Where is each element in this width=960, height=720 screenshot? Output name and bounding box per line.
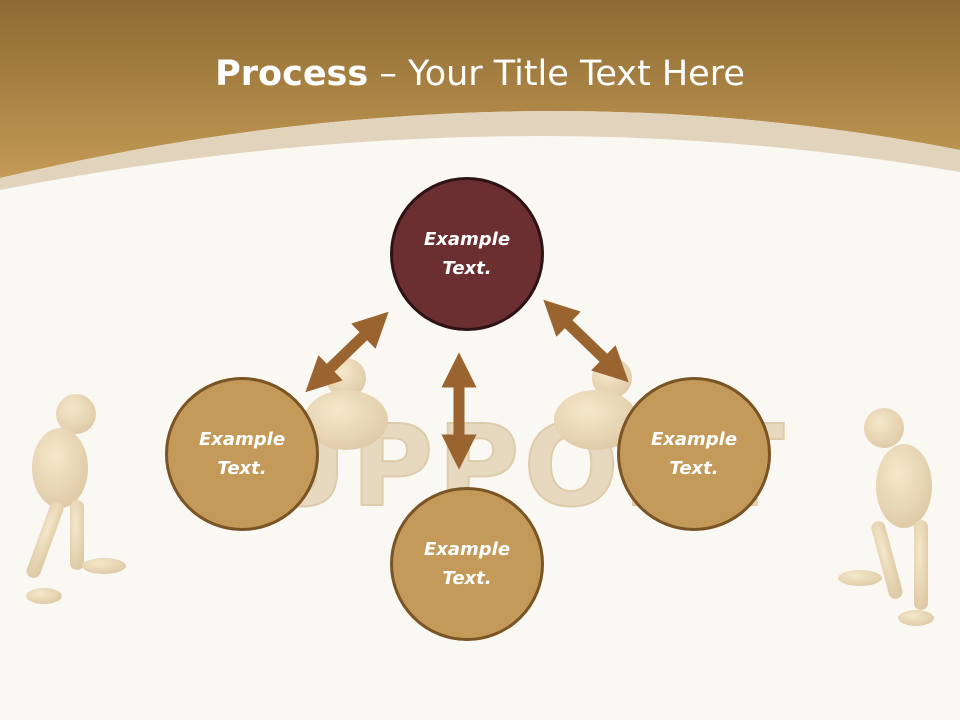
title-rest: – Your Title Text Here <box>368 54 745 94</box>
title-bold: Process <box>215 54 369 94</box>
node-right-label: Example Text. <box>650 429 738 479</box>
figure-left <box>26 394 126 604</box>
node-top-label: Example Text. <box>423 229 511 279</box>
node-right[interactable]: Example Text. <box>617 377 771 531</box>
node-bottom-label: Example Text. <box>423 539 511 589</box>
node-bottom[interactable]: Example Text. <box>390 487 544 641</box>
header-swoosh <box>0 111 960 190</box>
figure-right <box>838 408 934 626</box>
node-top[interactable]: Example Text. <box>390 177 544 331</box>
node-left-label: Example Text. <box>198 429 286 479</box>
header-band <box>0 0 960 178</box>
arrow-top-left <box>305 311 389 393</box>
arrow-top-right <box>543 299 629 383</box>
node-left[interactable]: Example Text. <box>165 377 319 531</box>
slide-title: Process – Your Title Text Here <box>0 52 960 96</box>
